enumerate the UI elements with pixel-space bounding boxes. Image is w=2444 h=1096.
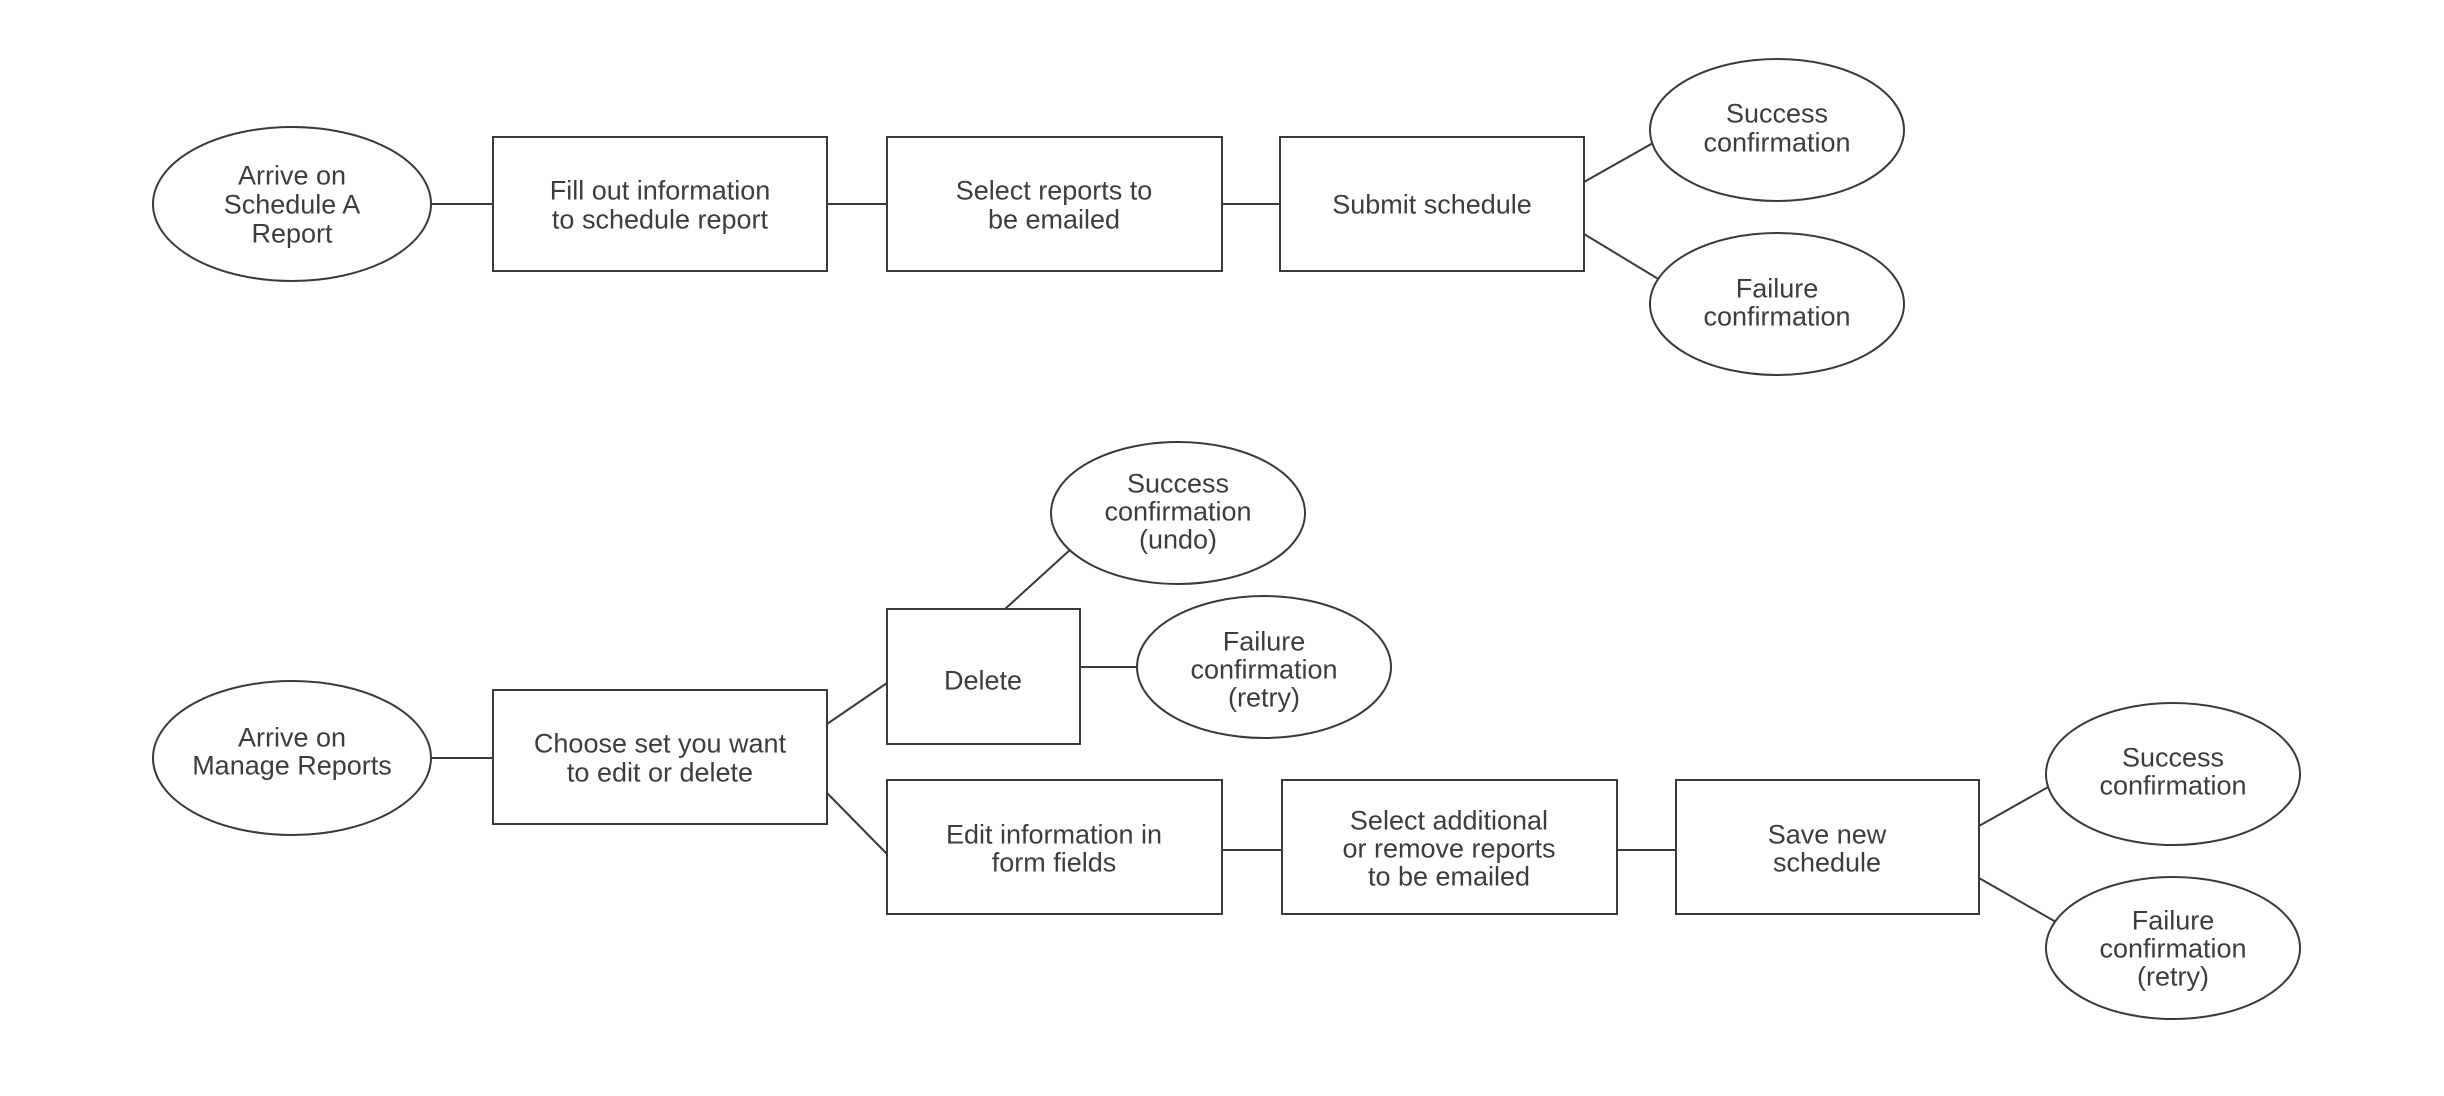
node-delete-success-confirmation: Success confirmation (undo) xyxy=(1050,441,1306,585)
connector-submit-to-success xyxy=(1583,142,1654,183)
node-select-reports: Select reports to be emailed xyxy=(886,136,1223,272)
node-label: to edit or delete xyxy=(567,757,753,787)
connector-choose-to-delete xyxy=(826,682,888,725)
node-label: Edit information in xyxy=(946,819,1162,849)
node-label: Success xyxy=(1127,468,1229,498)
node-arrive-schedule-report: Arrive on Schedule A Report xyxy=(152,126,432,282)
node-save-new-schedule: Save new schedule xyxy=(1675,779,1980,915)
node-label: form fields xyxy=(992,847,1117,877)
manage-reports-flow: Arrive on Manage Reports Choose set you … xyxy=(152,441,2301,1020)
node-label: Select reports to xyxy=(956,175,1153,205)
node-label: confirmation xyxy=(1703,301,1850,331)
node-label: Manage Reports xyxy=(192,750,392,780)
node-label: Select additional xyxy=(1350,805,1548,835)
node-label: (retry) xyxy=(1228,682,1300,712)
node-label: to schedule report xyxy=(552,204,769,234)
node-label: (undo) xyxy=(1139,524,1217,554)
node-delete: Delete xyxy=(886,608,1081,745)
connector-save-to-success xyxy=(1978,785,2051,827)
node-label: Failure xyxy=(1736,273,1819,303)
node-arrive-manage-reports: Arrive on Manage Reports xyxy=(152,680,432,836)
node-label: Arrive on xyxy=(238,160,346,190)
node-label: Failure xyxy=(2132,905,2215,935)
node-label: Success xyxy=(2122,742,2224,772)
node-save-failure-confirmation: Failure confirmation (retry) xyxy=(2045,876,2301,1020)
node-failure-confirmation: Failure confirmation xyxy=(1649,232,1905,376)
node-label: or remove reports xyxy=(1342,833,1555,863)
schedule-report-flow: Arrive on Schedule A Report Fill out inf… xyxy=(152,58,1905,376)
node-label: schedule xyxy=(1773,847,1881,877)
node-edit-information: Edit information in form fields xyxy=(886,779,1223,915)
node-fill-out-information: Fill out information to schedule report xyxy=(492,136,828,272)
node-label: Choose set you want xyxy=(534,728,787,758)
node-save-success-confirmation: Success confirmation xyxy=(2045,702,2301,846)
node-label: Report xyxy=(251,218,333,248)
node-label: to be emailed xyxy=(1368,861,1530,891)
connector-save-to-failure xyxy=(1978,877,2057,923)
node-label: confirmation xyxy=(2099,933,2246,963)
node-label: confirmation xyxy=(1703,127,1850,157)
node-label: Save new xyxy=(1768,819,1887,849)
node-label: be emailed xyxy=(988,204,1120,234)
node-choose-set: Choose set you want to edit or delete xyxy=(492,689,828,825)
node-delete-failure-confirmation: Failure confirmation (retry) xyxy=(1136,595,1392,739)
node-label: Success xyxy=(1726,98,1828,128)
node-select-additional-reports: Select additional or remove reports to b… xyxy=(1281,779,1618,915)
node-submit-schedule: Submit schedule xyxy=(1279,136,1585,272)
node-label: Arrive on xyxy=(238,722,346,752)
node-success-confirmation: Success confirmation xyxy=(1649,58,1905,202)
connector-choose-to-edit xyxy=(826,792,888,855)
connector-submit-to-failure xyxy=(1583,233,1661,281)
connectors xyxy=(432,142,2057,923)
node-label: confirmation xyxy=(1104,496,1251,526)
node-label: Failure xyxy=(1223,626,1306,656)
connector-delete-to-success xyxy=(1004,548,1072,610)
node-label: Fill out information xyxy=(550,175,771,205)
node-label: confirmation xyxy=(1190,654,1337,684)
node-label: (retry) xyxy=(2137,961,2209,991)
node-label: Schedule A xyxy=(224,189,361,219)
node-label: confirmation xyxy=(2099,770,2246,800)
node-label: Delete xyxy=(944,665,1022,695)
node-label: Submit schedule xyxy=(1332,189,1532,219)
